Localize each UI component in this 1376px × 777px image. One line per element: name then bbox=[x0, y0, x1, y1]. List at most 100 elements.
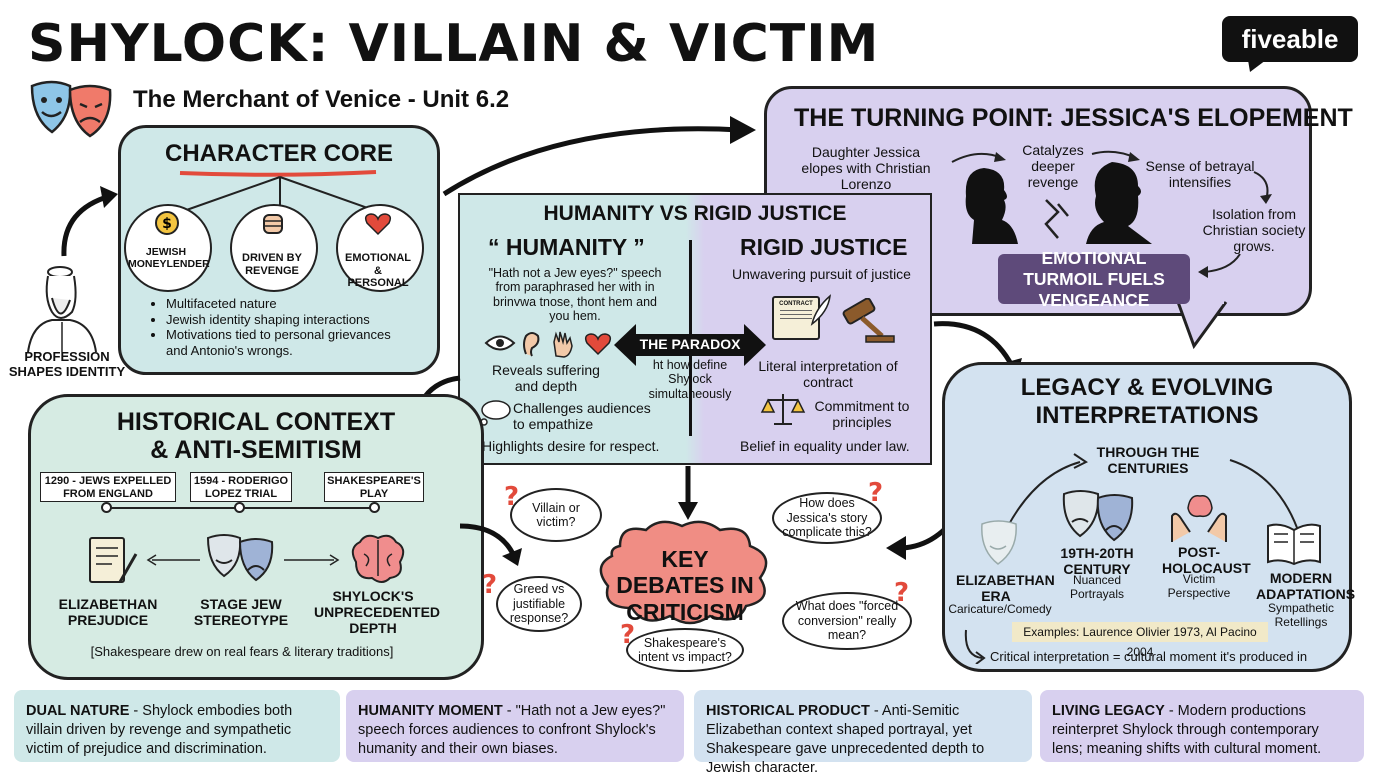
turning-point-heading: THE TURNING POINT: JESSICA'S ELOPEMENT bbox=[794, 104, 1353, 132]
profession-label: PROFESSION SHAPES IDENTITY bbox=[8, 349, 126, 380]
era-desc-elizabethan: Caricature/Comedy bbox=[948, 602, 1052, 616]
timeline-event-label: SHAKESPEARE'S PLAY bbox=[327, 475, 421, 501]
justice-subtitle: Unwavering pursuit of justice bbox=[732, 266, 911, 282]
conclusion-arrow bbox=[964, 629, 986, 664]
turning-step2: Catalyzes deeper revenge bbox=[1022, 142, 1084, 191]
core-label-moneylender: JEWISH MONEYLENDER bbox=[128, 246, 210, 271]
humanity-justice-heading: HUMANITY VS RIGID JUSTICE bbox=[543, 202, 847, 225]
eye-icon bbox=[484, 335, 516, 351]
timeline-dot bbox=[101, 502, 112, 513]
footer-card-living-legacy: LIVING LEGACY - Modern productions reint… bbox=[1040, 690, 1364, 762]
historical-item-depth: SHYLOCK'S UNPRECEDENTED DEPTH bbox=[314, 588, 441, 637]
debate-bubble-greed: Greed vs justifiable response? bbox=[496, 576, 582, 632]
footer-card-dual-nature: DUAL NATURE - Shylock embodies both vill… bbox=[14, 690, 340, 762]
page-subtitle: The Merchant of Venice - Unit 6.2 bbox=[133, 86, 510, 113]
legacy-arc-label: THROUGH THE CENTURIES bbox=[1096, 444, 1200, 477]
debate-question: Greed vs justifiable response? bbox=[509, 582, 569, 626]
heart-small-icon bbox=[584, 333, 612, 356]
arrow-historical-to-debates bbox=[459, 523, 522, 566]
humanity-point2: Challenges audiences to empathize bbox=[513, 400, 651, 433]
paradox-label: THE PARADOX bbox=[639, 336, 741, 352]
book-icon bbox=[1267, 523, 1321, 566]
masks-era-icon bbox=[1062, 490, 1134, 542]
justice-point1: Literal interpretation of contract bbox=[758, 358, 898, 391]
debate-bubble-intent: Shakespeare's intent vs impact? bbox=[626, 628, 744, 672]
footer-lead: LIVING LEGACY bbox=[1052, 703, 1165, 719]
debates-cloud-shape bbox=[599, 520, 768, 625]
contract-line bbox=[780, 314, 812, 315]
footer-text: - Shylock embodies both villain driven b… bbox=[26, 703, 293, 757]
question-mark-icon: ? bbox=[868, 478, 884, 508]
arrow-left-icon bbox=[146, 554, 200, 566]
footer-lead: DUAL NATURE bbox=[26, 703, 130, 719]
arrow-step2 bbox=[1091, 150, 1140, 162]
turning-step3: Sense of betrayal intensifies bbox=[1145, 158, 1255, 191]
core-label-revenge: DRIVEN BY REVENGE bbox=[242, 252, 302, 277]
contract-icon: CONTRACT bbox=[772, 296, 820, 340]
debate-question: How does Jessica's story complicate this… bbox=[782, 496, 872, 540]
profession-line2: SHAPES IDENTITY bbox=[8, 363, 126, 379]
paradox-subtext: ht how define Shylock simultaneously bbox=[648, 358, 732, 401]
core-bullet: and Antonio's wrongs. bbox=[166, 342, 293, 358]
timeline-event-1290: 1290 - JEWS EXPELLED FROM ENGLAND bbox=[40, 472, 176, 502]
contract-line bbox=[780, 318, 812, 319]
timeline-event-label: 1594 - RODERIGO LOPEZ TRIAL bbox=[193, 475, 289, 501]
era-title-post: POST-HOLOCAUST bbox=[1162, 544, 1251, 577]
era-title-modern: MODERN ADAPTATIONS bbox=[1256, 570, 1356, 603]
arrow-to-debates bbox=[678, 466, 698, 520]
footer-text: - Modern productions reinterpret Shylock… bbox=[1052, 703, 1322, 757]
turmoil-banner-text: EMOTIONAL TURMOIL FUELS VENGEANCE bbox=[1023, 247, 1165, 310]
tension-zigzag-icon bbox=[1044, 199, 1069, 239]
theater-masks-icon bbox=[30, 80, 112, 138]
paradox-arrow bbox=[614, 324, 766, 366]
core-bullet: Multifaceted nature bbox=[166, 296, 446, 312]
timeline-event-label: 1290 - JEWS EXPELLED FROM ENGLAND bbox=[44, 475, 172, 501]
legacy-examples-text: Examples: Laurence Olivier 1973, Al Paci… bbox=[1023, 625, 1257, 659]
shylock-portrait-icon bbox=[27, 266, 97, 352]
historical-heading1: HISTORICAL CONTEXT bbox=[116, 408, 396, 436]
era-title-19th: 19TH-20TH CENTURY bbox=[1060, 545, 1134, 578]
debate-bubble-villain: Villain or victim? bbox=[510, 488, 602, 542]
profession-line1: PROFESSION bbox=[24, 349, 110, 364]
document-pen-icon bbox=[89, 537, 138, 583]
historical-item-stereotype: STAGE JEW STEREOTYPE bbox=[193, 596, 289, 629]
footer-lead: HUMANITY MOMENT bbox=[358, 703, 503, 719]
timeline-event-play: SHAKESPEARE'S PLAY bbox=[324, 472, 424, 502]
footer-card-humanity-moment: HUMANITY MOMENT - "Hath not a Jew eyes?"… bbox=[346, 690, 684, 762]
hand-icon bbox=[553, 331, 573, 358]
footer-text: - "Hath not a Jew eyes?" speech forces a… bbox=[358, 703, 666, 757]
core-bullet: Jewish identity shaping interactions bbox=[166, 312, 446, 328]
character-core-underline bbox=[179, 170, 377, 177]
humanity-title: “ HUMANITY ” bbox=[488, 234, 645, 260]
fist-icon bbox=[263, 214, 283, 234]
legacy-conclusion: Critical interpretation = cultural momen… bbox=[990, 649, 1308, 664]
brand-logo-tail bbox=[1248, 60, 1266, 72]
timeline-event-1594: 1594 - RODERIGO LOPEZ TRIAL bbox=[190, 472, 292, 502]
quill-icon bbox=[810, 294, 831, 326]
debate-bubble-conversion: What does "forced conversion" really mea… bbox=[782, 592, 912, 650]
legacy-examples: Examples: Laurence Olivier 1973, Al Paci… bbox=[1012, 622, 1268, 659]
contract-line bbox=[780, 310, 812, 311]
arrow-profession-to-core bbox=[61, 186, 118, 257]
contract-label: CONTRACT bbox=[779, 301, 813, 307]
character-core-heading: CHARACTER CORE bbox=[165, 140, 393, 167]
legacy-heading: LEGACY & EVOLVING INTERPRETATIONS bbox=[1020, 374, 1274, 429]
hands-brain-icon bbox=[1171, 495, 1227, 542]
jessica-silhouette-icon bbox=[965, 168, 1018, 244]
humanity-point1: Reveals suffering and depth bbox=[492, 362, 600, 395]
historical-item-prejudice: ELIZABETHAN PREJUDICE bbox=[58, 596, 158, 629]
era-desc-19th: Nuanced Portrayals bbox=[1069, 573, 1125, 601]
heart-icon bbox=[364, 213, 392, 236]
debates-center-label: KEY DEBATES IN CRITICISM bbox=[616, 546, 754, 625]
historical-heading2: & ANTI-SEMITISM bbox=[150, 436, 362, 464]
character-core-bullets: Multifaceted nature Jewish identity shap… bbox=[150, 296, 446, 358]
era-title-elizabethan: ELIZABETHAN ERA bbox=[956, 572, 1055, 605]
arrow-core-to-turning-point bbox=[442, 116, 756, 197]
arrow-step1 bbox=[951, 152, 1006, 163]
humanity-justice-panel bbox=[458, 193, 932, 465]
historical-note: [Shakespeare drew on real fears & litera… bbox=[90, 644, 394, 659]
arrow-right-icon bbox=[284, 554, 340, 566]
question-mark-icon: ? bbox=[620, 620, 636, 650]
scales-icon bbox=[760, 394, 806, 425]
